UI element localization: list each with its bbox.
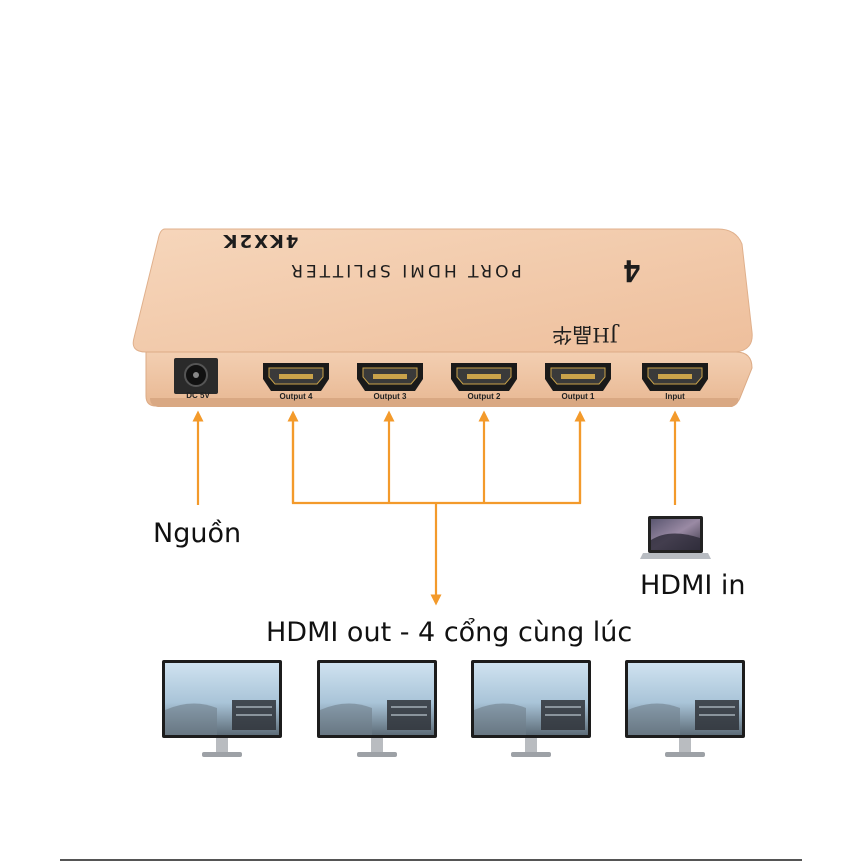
hdmi-ports: Output 4 Output 3 Output 2 Output 1 Input [263,363,708,401]
monitor-icon [317,660,437,757]
hdmi-port-label: Output 3 [374,392,407,401]
dc-power-port: DC 5V [174,358,218,400]
hdmi-port-1: Output 4 [263,363,329,401]
hdmi-port-label: Output 1 [562,392,595,401]
device-top-print: 4 PORT HDMI SPLITTER 4KX2K JH晶华 [222,230,641,347]
monitor-row [162,660,745,757]
device-bottom-lip [150,398,739,407]
bottom-divider [60,859,802,861]
hdmi-port-label: Input [665,392,685,401]
arrow-output-bus [291,416,582,505]
device-top-title: PORT HDMI SPLITTER [288,260,522,280]
device-top-subtitle: 4KX2K [222,230,299,251]
dc-port-label: DC 5V [186,391,210,400]
hdmi-port-2: Output 3 [357,363,423,401]
device-brand-logo: JH晶华 [552,323,619,347]
hdmi-port-3: Output 2 [451,363,517,401]
monitor-icon [162,660,282,757]
power-label: Nguồn [153,518,242,549]
monitor-icon [625,660,745,757]
hdmi-port-label: Output 2 [468,392,501,401]
device-top-number: 4 [623,252,641,287]
hdmi-port-5: Input [642,363,708,401]
hdmi-port-label: Output 4 [280,392,313,401]
connection-arrows [192,410,681,606]
laptop-icon [640,516,711,559]
hdmi-splitter-device: 4 PORT HDMI SPLITTER 4KX2K JH晶华 DC 5V Ou… [132,228,753,407]
hdmi-in-label: HDMI in [640,570,746,601]
hdmi-out-label: HDMI out - 4 cổng cùng lúc [266,617,633,648]
monitor-icon [471,660,591,757]
hdmi-port-4: Output 1 [545,363,611,401]
